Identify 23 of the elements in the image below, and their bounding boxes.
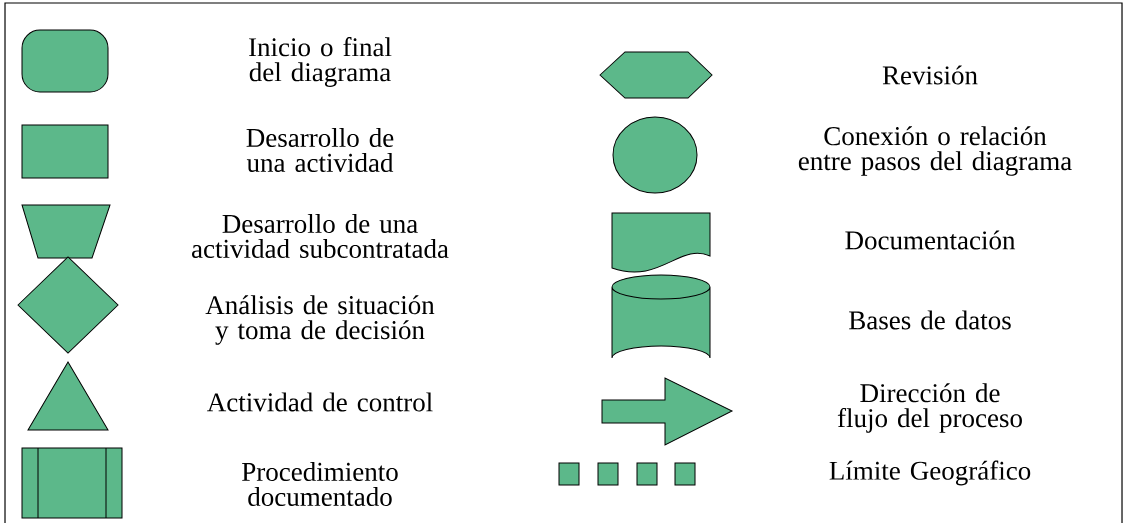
symbol-description: Actividad de control (207, 392, 433, 412)
symbol-description: Documentación (845, 230, 1016, 250)
symbol-description: Bases de datos (849, 310, 1011, 330)
symbol-description: Procedimiento documentado (242, 462, 398, 506)
triangle-symbol (27, 361, 109, 431)
symbol-description: Límite Geográfico (829, 460, 1031, 486)
symbol-description: Revisión (882, 65, 978, 85)
process-symbol (21, 124, 109, 179)
symbol-description: Desarrollo de una actividad subcontratada (192, 214, 449, 258)
flow-arrow-symbol (601, 377, 733, 446)
trapezoid-symbol (21, 204, 111, 259)
hexagon-symbol (599, 51, 713, 99)
symbol-description: Conexión o relación entre pasos del diagrama (798, 126, 1072, 176)
connector-circle (612, 116, 698, 194)
symbol-description: Inicio o final del diagrama (249, 37, 392, 87)
document-symbol (611, 212, 711, 273)
database-cylinder (611, 274, 711, 359)
symbol-description: Desarrollo de una actividad (246, 128, 394, 172)
symbol-description: Análisis de situación y toma de decisión (205, 295, 435, 345)
boundary-squares (558, 462, 696, 486)
terminator-symbol (21, 29, 109, 93)
symbol-description: Dirección de flujo del proceso (837, 383, 1022, 433)
predefined-process-symbol (21, 447, 123, 519)
